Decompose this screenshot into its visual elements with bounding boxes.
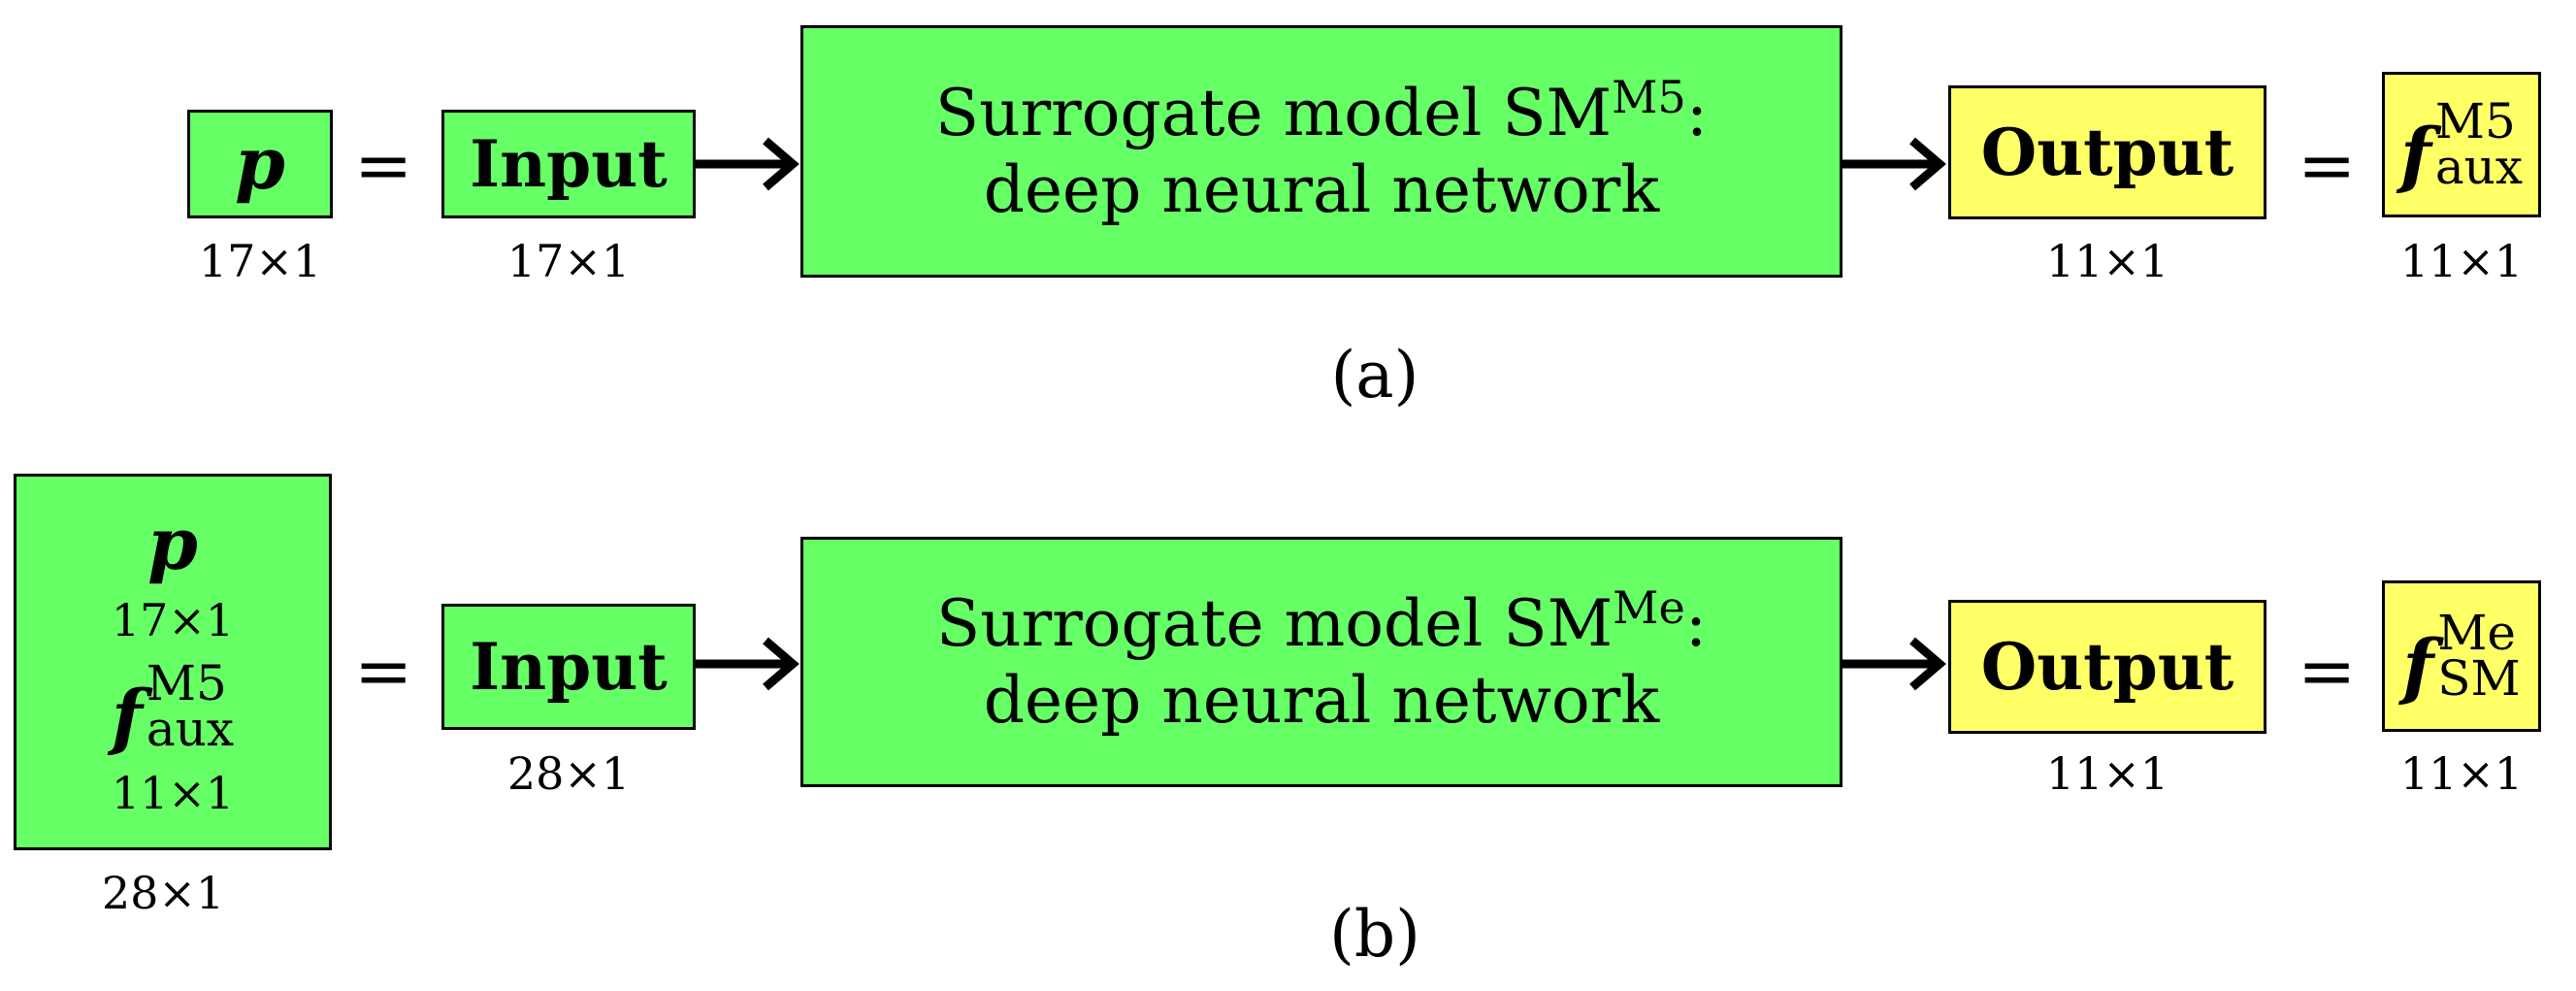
input-label: Input — [470, 629, 668, 705]
equals-sign: = — [2298, 630, 2357, 711]
output-label: Output — [1980, 115, 2234, 190]
arrow-input-to-model — [696, 137, 799, 191]
input-dim-label: 17×1 — [506, 235, 631, 287]
arrow-model-to-output — [1842, 637, 1946, 691]
input-label: Input — [470, 126, 668, 202]
surrogate-model-box: Surrogate model SMM5: deep neural networ… — [800, 25, 1842, 278]
equals-sign: = — [354, 124, 413, 206]
input-dim-label: 28×1 — [506, 747, 631, 800]
p-dim-label: 17×1 — [111, 594, 235, 647]
p-symbol: p — [147, 502, 198, 586]
equals-sign: = — [354, 630, 413, 711]
model-subtitle: deep neural network — [983, 152, 1660, 227]
f-sm-dim-label: 11×1 — [2399, 747, 2524, 800]
f-aux-dim-label: 11×1 — [111, 767, 235, 820]
input-box: Input — [441, 110, 696, 218]
output-dim-label: 11×1 — [2045, 747, 2169, 800]
model-title: Surrogate model SMMe: — [935, 580, 1708, 661]
surrogate-model-box: Surrogate model SMMe: deep neural networ… — [800, 537, 1842, 787]
stacked-dim-label: 28×1 — [101, 867, 225, 919]
equals-sign: = — [2298, 124, 2357, 206]
p-symbol: p — [235, 122, 285, 206]
f-aux-dim-label: 11×1 — [2399, 235, 2524, 287]
caption-b: (b) — [1329, 897, 1420, 972]
model-subtitle: deep neural network — [983, 663, 1660, 738]
arrow-model-to-output — [1842, 137, 1946, 191]
output-box: Output — [1948, 600, 2266, 734]
output-dim-label: 11×1 — [2045, 235, 2169, 287]
p-dim-label: 17×1 — [198, 235, 322, 287]
output-label: Output — [1980, 629, 2234, 705]
p-vector-box: p — [187, 110, 333, 218]
output-box: Output — [1948, 85, 2266, 219]
caption-a: (a) — [1330, 338, 1419, 413]
model-title: Surrogate model SMM5: — [934, 70, 1709, 150]
arrow-input-to-model — [696, 637, 799, 691]
input-box: Input — [441, 604, 696, 730]
